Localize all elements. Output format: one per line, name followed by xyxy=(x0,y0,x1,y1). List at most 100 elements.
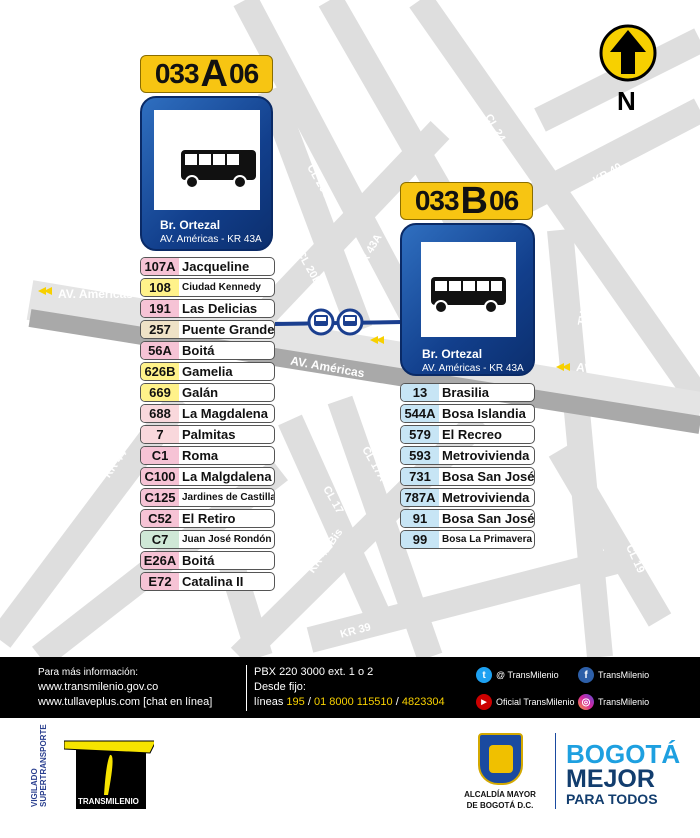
phone-018000: 01 8000 115510 xyxy=(313,696,393,708)
bus-icon-b xyxy=(336,308,364,336)
bus-icon xyxy=(431,277,506,314)
alcaldia-line2: DE BOGOTÁ D.C. xyxy=(466,801,534,810)
instagram-icon: ◎ xyxy=(578,694,594,710)
stop-a-panel: Br. Ortezal AV. Américas - KR 43A xyxy=(140,96,273,251)
bus-icon xyxy=(181,150,256,189)
instagram-handle: TransMilenio xyxy=(598,697,650,707)
alcaldia-text: ALCALDÍA MAYOR DE BOGOTÁ D.C. xyxy=(450,789,550,811)
route-destination: Puente Grande xyxy=(182,322,275,337)
stop-address: AV. Américas - KR 43A xyxy=(422,363,524,374)
north-arrow-icon xyxy=(599,24,657,82)
route-destination: Catalina II xyxy=(182,574,244,589)
route-destination: Bosa San José xyxy=(442,511,535,526)
route-destination: Juan José Rondón xyxy=(182,534,272,545)
route-destination: Metrovivienda xyxy=(442,448,530,463)
route-number: 257 xyxy=(141,321,179,338)
route-number: 688 xyxy=(141,405,179,422)
route-destination: Brasilia xyxy=(442,385,489,400)
bus-sign xyxy=(421,242,516,337)
info-title: Para más información: xyxy=(38,667,139,678)
instagram-link[interactable]: ◎ TransMilenio xyxy=(578,694,649,710)
route-destination: El Retiro xyxy=(182,511,236,526)
route-number: C7 xyxy=(141,531,179,548)
route-number: 579 xyxy=(401,426,439,443)
code-prefix: 033 xyxy=(154,58,200,89)
para-todos-text: PARA TODOS xyxy=(566,791,658,807)
route-number: C125 xyxy=(141,489,179,506)
bus-icon-a xyxy=(307,308,335,336)
logo-divider xyxy=(555,733,556,809)
north-label: N xyxy=(617,86,636,116)
route-destination: La Malgdalena xyxy=(182,469,272,484)
route-number: C52 xyxy=(141,510,179,527)
pbx: PBX 220 3000 ext. 1 o 2 xyxy=(254,666,374,678)
facebook-handle: TransMilenio xyxy=(598,670,650,680)
youtube-icon: ▶ xyxy=(476,694,492,710)
alcaldia-line1: ALCALDÍA MAYOR xyxy=(464,790,536,799)
direction-arrows xyxy=(38,287,570,371)
youtube-link[interactable]: ▶ Oficial TransMilenio xyxy=(476,694,575,710)
route-number: 626B xyxy=(141,363,179,380)
route-destination: Metrovivienda xyxy=(442,490,530,505)
twitter-link[interactable]: t @ TransMilenio xyxy=(476,667,559,683)
route-number: E72 xyxy=(141,573,179,590)
street-map xyxy=(0,0,700,657)
tullave-link[interactable]: www.tullaveplus.com [chat en línea] xyxy=(38,696,213,708)
code-suffix: 06 xyxy=(489,185,519,216)
route-number: 13 xyxy=(401,384,439,401)
route-number: 787A xyxy=(401,489,439,506)
route-destination: Boitá xyxy=(182,553,215,568)
route-destination: Jardines de Castilla xyxy=(182,492,275,503)
code-letter: B xyxy=(460,179,488,222)
route-destination: Palmitas xyxy=(182,427,236,442)
avenue-label: AV. Américas xyxy=(58,287,133,301)
road xyxy=(306,547,624,653)
route-destination: Bosa San José xyxy=(442,469,535,484)
route-destination: Roma xyxy=(182,448,219,463)
twitter-icon: t xyxy=(476,667,492,683)
route-destination: Ciudad Kennedy xyxy=(182,282,261,293)
phone-lines: líneas 195 / 01 8000 115510 / 4823304 xyxy=(254,696,445,708)
route-destination: El Recreo xyxy=(442,427,502,442)
bogota-mejor-logo: BOGOTÁ MEJOR PARA TODOS xyxy=(566,733,680,806)
route-number: C100 xyxy=(141,468,179,485)
code-prefix: 033 xyxy=(414,185,460,216)
twitter-handle: @ TransMilenio xyxy=(496,670,559,680)
transmilenio-logo: TRANSMILENIO xyxy=(63,733,157,809)
vigilado-logo: VIGILADO SUPERTRANSPORTE xyxy=(30,724,50,807)
phone-4823304: 4823304 xyxy=(401,696,445,708)
stop-address: AV. Américas - KR 43A xyxy=(160,234,262,245)
route-destination: Bosa Islandia xyxy=(442,406,526,421)
website-link[interactable]: www.transmilenio.gov.co xyxy=(38,681,159,693)
route-number: 669 xyxy=(141,384,179,401)
route-number: 107A xyxy=(141,258,179,275)
transmilenio-text: TRANSMILENIO xyxy=(78,797,139,806)
road xyxy=(548,443,672,627)
code-letter: A xyxy=(200,52,228,95)
divider xyxy=(246,665,247,711)
code-suffix: 06 xyxy=(229,58,259,89)
bogota-text: BOGOTÁ xyxy=(566,739,681,769)
route-destination: Boitá xyxy=(182,343,215,358)
youtube-handle: Oficial TransMilenio xyxy=(496,697,575,707)
route-number: 99 xyxy=(401,531,439,548)
route-number: 544A xyxy=(401,405,439,422)
route-number: 593 xyxy=(401,447,439,464)
